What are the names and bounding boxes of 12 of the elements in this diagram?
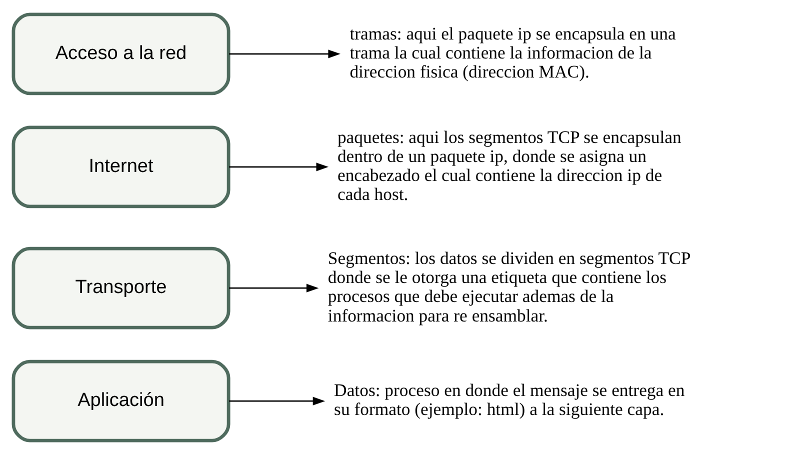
node-text: tramas: aqui el paquete ip se encapsula en una trama la cual contiene la informacion de la direccion fisica (direccion MAC). [350,23,676,82]
arrow [229,162,329,172]
arrow [229,284,319,292]
arrow [229,50,340,58]
node-box: Acceso a la red [12,12,230,96]
node-text: Datos: proceso en donde el mensaje se entrega en su formato (ejemplo: html) a la siguiente capa. [334,380,685,420]
node-box: Internet [12,126,230,208]
node-text: Segmentos: los datos se dividen en segmentos TCP donde se le otorga una etiqueta que contiene los procesos que debe ejecutar ademas de la informacion para re ensamblar. [328,248,691,326]
arrow [229,396,326,406]
node-box: Aplicación [12,360,230,442]
node-box: Transporte [12,246,230,330]
node-text: paquetes: aqui los segmentos TCP se encapsulan dentro de un paquete ip, donde se asigna un encabezado el cual contiene la direccion ip de cada host. [337,126,682,204]
